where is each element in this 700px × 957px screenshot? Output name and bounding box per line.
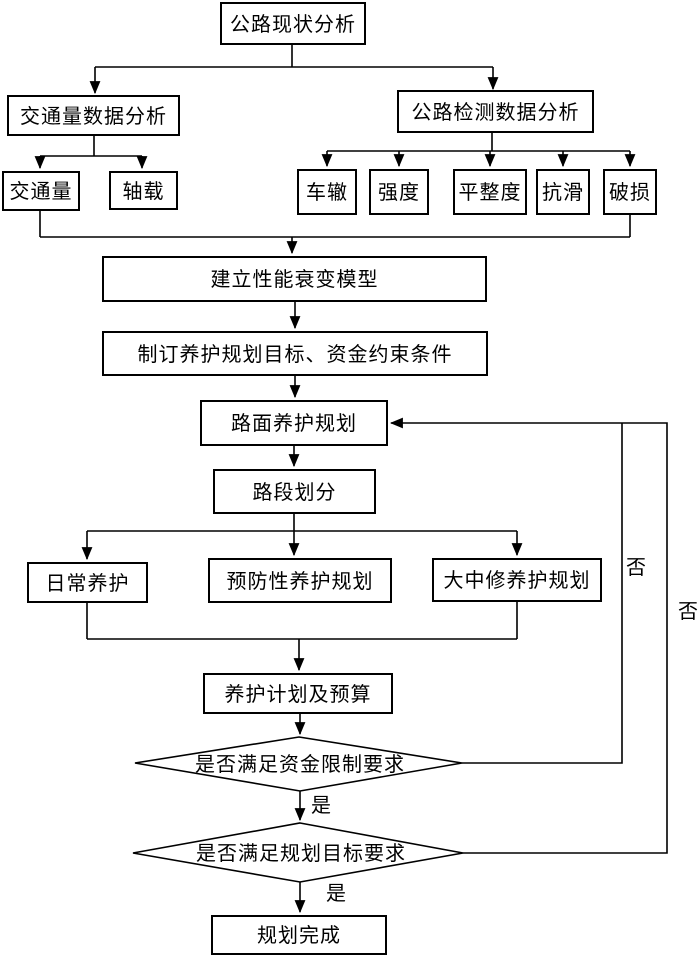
node-preventive-maintenance-plan: 预防性养护规划 [208, 558, 392, 603]
node-inspection-data-analysis: 公路检测数据分析 [397, 90, 594, 133]
node-traffic-volume: 交通量 [2, 171, 80, 211]
node-traffic-data-analysis: 交通量数据分析 [7, 95, 180, 136]
edge-label-no-goal: 否 [678, 599, 698, 623]
node-performance-decay-model: 建立性能衰变模型 [102, 256, 487, 302]
node-goals-and-fund-constraints: 制订养护规划目标、资金约束条件 [102, 331, 488, 376]
node-section-division: 路段划分 [213, 469, 376, 514]
connector-lines [34, 45, 668, 914]
decision-diamond-goal-check [132, 822, 464, 883]
node-damage: 破损 [603, 169, 657, 215]
node-pavement-maintenance-plan: 路面养护规划 [200, 400, 388, 446]
edge-label-yes-goal: 是 [326, 881, 346, 905]
node-daily-maintenance: 日常养护 [27, 562, 148, 603]
edge-label-yes-fund: 是 [311, 793, 331, 817]
node-skid-resistance: 抗滑 [536, 169, 590, 215]
decision-label-goal-check: 是否满足规划目标要求 [196, 841, 406, 865]
node-plan-and-budget: 养护计划及预算 [203, 673, 393, 714]
edge-label-no-fund: 否 [626, 555, 646, 579]
node-plan-complete: 规划完成 [211, 915, 387, 955]
node-major-repair-plan: 大中修养护规划 [432, 558, 602, 602]
decision-label-fund-check: 是否满足资金限制要求 [195, 752, 405, 776]
decision-diamond-fund-check [134, 736, 463, 792]
node-axle-load: 轴载 [109, 171, 178, 210]
node-highway-status-analysis: 公路现状分析 [220, 2, 366, 45]
node-strength: 强度 [369, 169, 429, 215]
node-smoothness: 平整度 [453, 169, 527, 215]
node-rutting: 车辙 [297, 169, 357, 215]
